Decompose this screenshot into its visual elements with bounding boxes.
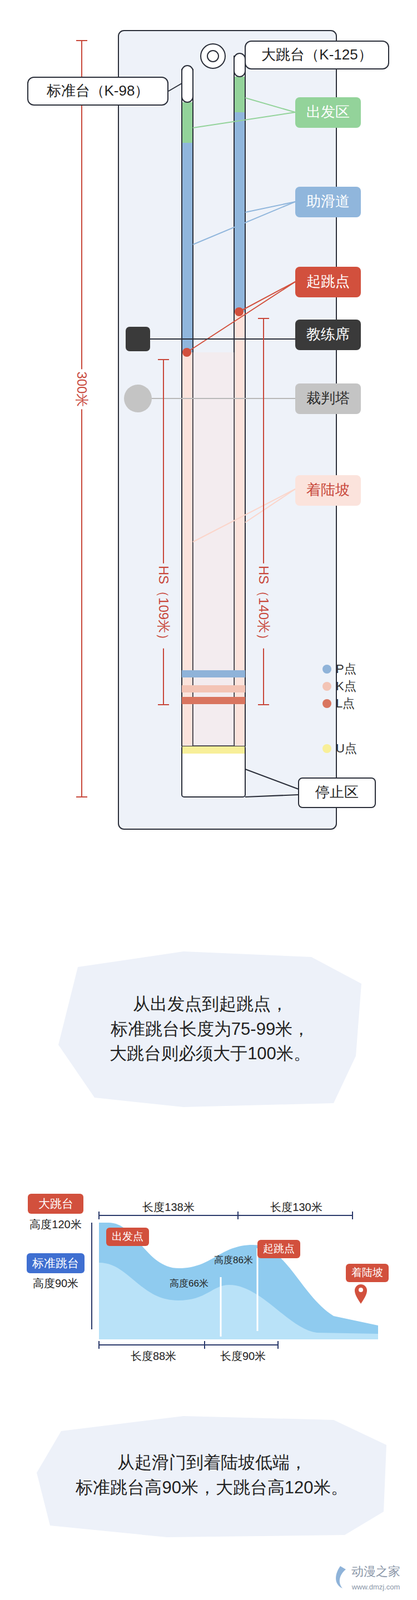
node-text: 起跳点 [262, 1243, 295, 1257]
node-text: 标准跳台 [32, 1256, 79, 1271]
platform-label: 标准台（K-98） [27, 76, 169, 106]
zone-callout: 助滑道 [295, 186, 361, 218]
zone-callout: 出发区 [295, 97, 361, 128]
dimension-label: 长度130米 [267, 1200, 325, 1215]
node-text: 教练席 [306, 325, 350, 344]
legend-item: L点 [322, 695, 355, 713]
dimension-label: HS（109米） [155, 563, 172, 649]
watermark: 动漫之家 [351, 1565, 401, 1580]
node-text: 大跳台 [38, 1197, 74, 1211]
cloud-note: 从出发点到起跳点， 标准跳台长度为75-99米， 大跳台则必须大于100米。 [87, 974, 333, 1086]
zone-callout: 停止区 [298, 777, 376, 809]
legend-text: L点 [335, 695, 355, 713]
cloud-note: 从起滑门到着陆坡低端， 标准跳台高90米，大跳台高120米。 [61, 1431, 362, 1521]
dimension-label: 长度88米 [130, 1349, 177, 1364]
legend-swatch [322, 682, 332, 692]
legend-text: K点 [335, 678, 357, 695]
zone-callout: 着陆坡 [295, 475, 361, 506]
dimension-label: 长度90米 [220, 1349, 266, 1364]
node-text: 大跳台（K-125） [261, 46, 372, 64]
legend-item: U点 [322, 740, 357, 758]
zone-callout: 裁判塔 [295, 383, 361, 415]
badge: 标准跳台 [26, 1253, 85, 1274]
node-text: 标准台（K-98） [46, 82, 150, 100]
legend-text: P点 [335, 661, 357, 678]
dimension-label: HS（140米） [255, 563, 272, 649]
height-label: 高度86米 [214, 1255, 253, 1267]
height-label: 高度90米 [32, 1277, 79, 1291]
node-text: 着陆坡 [306, 481, 350, 499]
badge: 着陆坡 [345, 1264, 389, 1283]
node-text: 裁判塔 [306, 389, 350, 407]
node-text: 着陆坡 [351, 1267, 384, 1280]
watermark: www.dmzj.com [351, 1583, 401, 1593]
zone-callout: 起跳点 [295, 266, 361, 298]
legend-item: K点 [322, 678, 357, 695]
node-text: 助滑道 [306, 192, 350, 211]
badge: 出发点 [106, 1228, 150, 1247]
legend-text: U点 [335, 740, 357, 758]
legend-swatch [322, 744, 332, 754]
node-text: 出发点 [111, 1230, 144, 1244]
node-text: 从起滑门到着陆坡低端， 标准跳台高90米，大跳台高120米。 [67, 1451, 357, 1502]
node-text: 起跳点 [306, 272, 350, 291]
height-label: 高度66米 [169, 1278, 209, 1290]
legend-swatch [322, 664, 332, 674]
legend-item: P点 [322, 661, 357, 678]
dimension-label: 长度138米 [140, 1200, 197, 1215]
badge: 大跳台 [27, 1194, 84, 1215]
node-text: 从出发点到起跳点， 标准跳台长度为75-99米， 大跳台则必须大于100米。 [93, 992, 327, 1068]
badge: 起跳点 [257, 1240, 301, 1259]
platform-label: 大跳台（K-125） [244, 40, 390, 70]
legend-swatch [322, 699, 332, 709]
dimension-label: 300米 [73, 369, 91, 410]
node-text: 出发区 [306, 103, 350, 121]
node-text: 停止区 [315, 783, 359, 802]
height-label: 高度120米 [29, 1218, 82, 1232]
zone-callout: 教练席 [295, 319, 361, 351]
